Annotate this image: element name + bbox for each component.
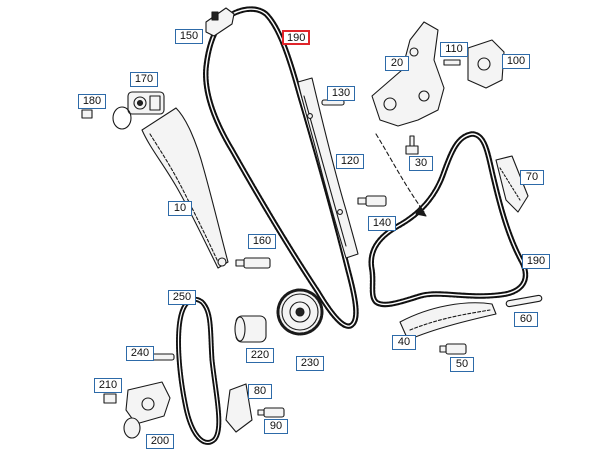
guide-70[interactable]: [495, 155, 529, 213]
guide-80[interactable]: [225, 383, 253, 433]
callout-240[interactable]: 240: [126, 346, 154, 361]
sleeve-220[interactable]: [234, 315, 267, 343]
timing-chain-main[interactable]: [203, 6, 359, 329]
bolt-140[interactable]: [357, 195, 387, 207]
assembly-arrow: [375, 133, 427, 217]
callout-220[interactable]: 220: [246, 348, 274, 363]
callout-30[interactable]: 30: [409, 156, 433, 171]
callout-150[interactable]: 150: [175, 29, 203, 44]
bolt-180[interactable]: [81, 109, 93, 119]
callout-60[interactable]: 60: [514, 312, 538, 327]
seal-ring-180[interactable]: [112, 106, 132, 130]
top-guide-150[interactable]: [205, 7, 235, 37]
callout-170[interactable]: 170: [130, 72, 158, 87]
bolt-210[interactable]: [103, 393, 117, 404]
tensioner-rail-40[interactable]: [399, 302, 497, 341]
callout-10[interactable]: 10: [168, 201, 192, 216]
callout-110[interactable]: 110: [440, 42, 468, 57]
bolt-50[interactable]: [439, 343, 467, 355]
callout-250[interactable]: 250: [168, 290, 196, 305]
callout-140[interactable]: 140: [368, 216, 396, 231]
sprocket-230[interactable]: [276, 288, 324, 336]
callout-210[interactable]: 210: [94, 378, 122, 393]
callout-200[interactable]: 200: [146, 434, 174, 449]
callout-160[interactable]: 160: [248, 234, 276, 249]
tensioner-100[interactable]: [467, 39, 505, 89]
callout-40[interactable]: 40: [392, 335, 416, 350]
tensioner-200[interactable]: [123, 381, 171, 439]
callout-190-top[interactable]: 190: [282, 30, 310, 45]
callout-20[interactable]: 20: [385, 56, 409, 71]
callout-70[interactable]: 70: [520, 170, 544, 185]
bolt-30[interactable]: [405, 135, 419, 155]
callout-50[interactable]: 50: [450, 357, 474, 372]
callout-100[interactable]: 100: [502, 54, 530, 69]
timing-chain-secondary[interactable]: [368, 131, 529, 308]
callout-120[interactable]: 120: [336, 154, 364, 169]
bolt-90[interactable]: [257, 407, 285, 418]
guide-rail[interactable]: [297, 77, 359, 259]
bolt-160[interactable]: [235, 257, 271, 269]
bracket-20[interactable]: [371, 21, 445, 127]
callout-80[interactable]: 80: [248, 384, 272, 399]
callout-190-right[interactable]: 190: [522, 254, 550, 269]
callout-90[interactable]: 90: [264, 419, 288, 434]
callout-130[interactable]: 130: [327, 86, 355, 101]
lower-chain[interactable]: [176, 296, 222, 445]
pin-60[interactable]: [505, 294, 543, 308]
chain-tensioner-170[interactable]: [127, 91, 165, 115]
callout-180[interactable]: 180: [78, 94, 106, 109]
tensioner-rail[interactable]: [141, 107, 229, 269]
bolt-110[interactable]: [443, 59, 461, 66]
callout-230[interactable]: 230: [296, 356, 324, 371]
